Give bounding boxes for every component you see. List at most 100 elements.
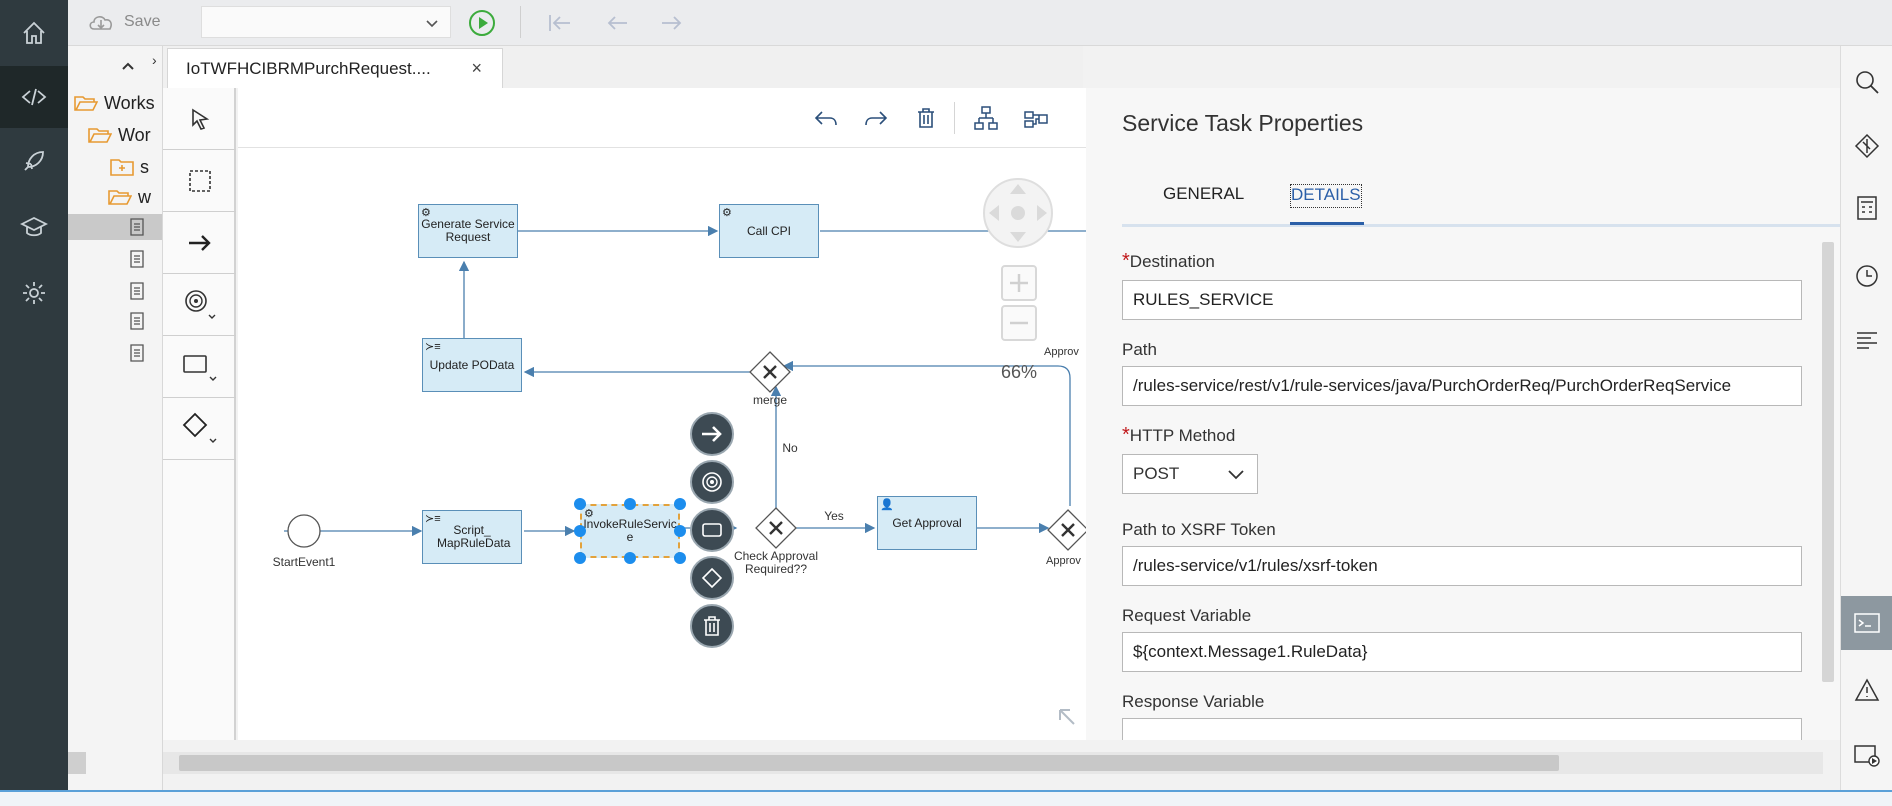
horizontal-scrollbar[interactable]	[163, 752, 1823, 774]
required-marker: *	[1122, 424, 1130, 446]
http-method-label: *HTTP Method	[1122, 424, 1236, 446]
debugger-icon[interactable]	[1841, 732, 1892, 780]
console-icon[interactable]	[1841, 596, 1892, 650]
zoom-out-icon[interactable]	[1001, 305, 1037, 341]
merge-gateway[interactable]	[749, 351, 791, 393]
expand-marker[interactable]: ›	[152, 52, 157, 68]
tree-item-label: Works	[104, 92, 155, 113]
collapse-up-icon[interactable]	[120, 60, 136, 72]
tree-item-file[interactable]	[68, 214, 162, 240]
delete-element-button[interactable]	[690, 604, 734, 648]
tree-item-file[interactable]	[68, 246, 162, 272]
save-button[interactable]: Save	[86, 8, 160, 36]
append-flow-button[interactable]	[690, 412, 734, 456]
task-generate-service-request[interactable]: ⚙ Generate Service Request	[418, 204, 518, 258]
task-update-podata[interactable]: ≻≡ Update POData	[422, 338, 522, 392]
auto-layout-icon[interactable]	[972, 104, 1000, 132]
canvas-toolbar	[238, 88, 1086, 148]
code-icon[interactable]	[0, 66, 68, 128]
sequence-flow-icon[interactable]	[163, 212, 236, 274]
service-task-icon: ⚙	[421, 207, 431, 219]
pan-control[interactable]	[983, 178, 1053, 248]
history-icon[interactable]	[1841, 252, 1892, 300]
save-label: Save	[124, 13, 161, 30]
tree-item-file[interactable]	[68, 278, 162, 304]
task-invoke-rule-service[interactable]: ⚙ InvokeRuleService	[580, 504, 680, 558]
close-tab-icon[interactable]: ×	[471, 58, 482, 78]
task-get-approval[interactable]: 👤 Get Approval	[877, 496, 977, 550]
xsrf-field[interactable]: /rules-service/v1/rules/xsrf-token	[1122, 546, 1802, 586]
file-icon	[130, 312, 144, 330]
task-call-cpi[interactable]: ⚙ Call CPI	[719, 204, 819, 258]
run-icon[interactable]	[468, 9, 496, 37]
bpmn-palette	[163, 88, 236, 740]
tree-item-label: s	[140, 156, 149, 177]
events-icon[interactable]	[163, 274, 236, 336]
tree-item-project[interactable]: Wor	[68, 122, 162, 148]
marquee-select-icon[interactable]	[163, 150, 236, 212]
tab-details[interactable]: DETAILS	[1290, 184, 1362, 208]
append-gateway-button[interactable]	[690, 556, 734, 600]
start-event[interactable]	[287, 514, 321, 548]
append-event-button[interactable]	[690, 460, 734, 504]
problems-icon[interactable]	[1841, 666, 1892, 714]
search-icon[interactable]	[1841, 58, 1892, 106]
tree-item-folder-s[interactable]: s	[68, 154, 162, 180]
destination-field[interactable]: RULES_SERVICE	[1122, 280, 1802, 320]
back-to-start-icon[interactable]	[544, 10, 574, 36]
path-field[interactable]: /rules-service/rest/v1/rule-services/jav…	[1122, 366, 1802, 406]
tree-item-file[interactable]	[68, 308, 162, 334]
learning-icon[interactable]	[0, 196, 68, 258]
home-icon[interactable]	[0, 2, 68, 64]
fit-icon[interactable]	[1059, 709, 1075, 725]
lasso-select-icon[interactable]	[163, 88, 236, 150]
back-icon[interactable]	[601, 10, 631, 36]
forward-icon[interactable]	[658, 10, 688, 36]
rocket-icon[interactable]	[0, 130, 68, 192]
tree-item-workspace[interactable]: Works	[68, 90, 162, 116]
gateways-icon[interactable]	[163, 398, 236, 460]
outline-icon[interactable]	[1841, 316, 1892, 364]
chevron-down-icon	[1228, 470, 1244, 480]
tree-scrollbar[interactable]	[68, 752, 86, 774]
request-variable-field[interactable]: ${context.Message1.RuleData}	[1122, 632, 1802, 672]
resize-handle[interactable]	[574, 552, 586, 564]
http-method-select[interactable]: POST	[1122, 454, 1258, 494]
check-approval-gateway[interactable]	[755, 507, 797, 549]
chevron-down-icon	[426, 20, 438, 28]
resize-handle[interactable]	[674, 498, 686, 510]
tab-track	[1122, 224, 1840, 227]
response-variable-field[interactable]	[1122, 718, 1802, 740]
resize-handle[interactable]	[624, 498, 636, 510]
undo-icon[interactable]	[812, 104, 840, 132]
settings-icon[interactable]	[0, 262, 68, 324]
resize-handle[interactable]	[574, 525, 586, 537]
file-icon	[130, 218, 144, 236]
tab-general[interactable]: GENERAL	[1163, 184, 1245, 203]
approved-bottom-label: Approv	[1046, 555, 1081, 567]
model-select[interactable]	[201, 6, 451, 38]
zoom-in-icon[interactable]	[1001, 265, 1037, 301]
properties-scrollbar[interactable]	[1822, 242, 1834, 682]
git-icon[interactable]	[1841, 122, 1892, 170]
tree-item-folder-w[interactable]: w	[68, 184, 162, 210]
redo-icon[interactable]	[862, 104, 890, 132]
calculator-icon[interactable]	[1841, 184, 1892, 232]
tree-item-file[interactable]	[68, 340, 162, 366]
resize-handle[interactable]	[624, 552, 636, 564]
editor-tab[interactable]: IoTWFHCIBRMPurchRequest.... ×	[167, 48, 503, 88]
approved-gateway[interactable]	[1047, 509, 1086, 551]
append-task-button[interactable]	[690, 508, 734, 552]
activities-icon[interactable]	[163, 336, 236, 398]
resize-handle[interactable]	[674, 525, 686, 537]
delete-icon[interactable]	[912, 104, 940, 132]
resize-handle[interactable]	[674, 552, 686, 564]
scrollbar-thumb[interactable]	[179, 755, 1559, 771]
resize-handle[interactable]	[574, 498, 586, 510]
yes-flow-label: Yes	[824, 509, 844, 523]
script-task-icon: ≻≡	[425, 513, 441, 525]
align-icon[interactable]	[1022, 104, 1050, 132]
process-canvas[interactable]: ⚙ Generate Service Request ⚙ Call CPI ≻≡…	[238, 88, 1086, 740]
properties-panel: Service Task Properties GENERAL DETAILS …	[1086, 88, 1840, 740]
task-script-maprule[interactable]: ≻≡ Script_ MapRuleData	[422, 510, 522, 564]
